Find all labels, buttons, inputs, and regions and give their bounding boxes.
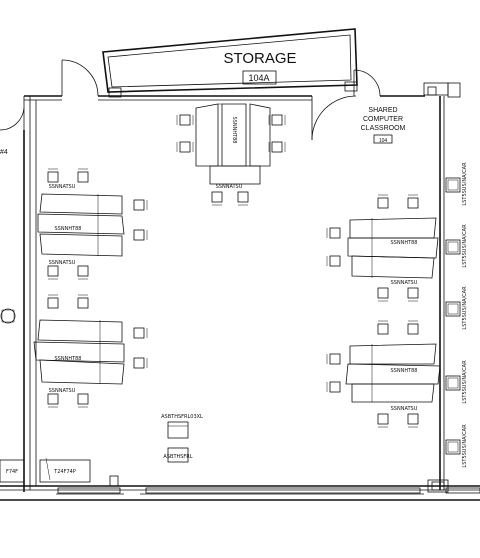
storage-room: STORAGE 104A xyxy=(102,28,358,98)
chair xyxy=(176,141,194,153)
table-cluster-right-lower: SSNNHT88 SSNNATSU xyxy=(326,320,441,428)
svg-text:COMPUTER: COMPUTER xyxy=(363,116,403,123)
svg-text:LST5SUS/NA/CAR: LST5SUS/NA/CAR xyxy=(462,424,468,468)
right-wall-chairs: LST5SUS/NA/CAR LST5SUS/NA/CAR LST5SUS/NA… xyxy=(445,162,468,468)
svg-text:SSNNATSU: SSNNATSU xyxy=(49,388,76,394)
svg-text:SSNNATSU: SSNNATSU xyxy=(391,280,418,286)
svg-text:CLASSROOM: CLASSROOM xyxy=(361,125,406,132)
chair xyxy=(176,114,194,126)
svg-text:104: 104 xyxy=(379,138,388,144)
svg-text:SSNNATSU: SSNNATSU xyxy=(49,184,76,190)
svg-text:SSNNHT88: SSNNHT88 xyxy=(231,116,237,143)
table-cluster-top: SSNNHT88 SSNNATSU xyxy=(176,103,286,206)
svg-text:T24F74P: T24F74P xyxy=(53,469,76,475)
window-sills xyxy=(57,481,480,494)
chair xyxy=(237,191,249,206)
shared-classroom-label: SHARED COMPUTER CLASSROOM 104 xyxy=(361,107,406,144)
storage-door-left xyxy=(61,59,99,97)
svg-text:ASBTHSFRL: ASBTHSFRL xyxy=(163,454,192,460)
svg-text:SHARED: SHARED xyxy=(368,107,397,114)
svg-text:ASBTHSFRL03XL: ASBTHSFRL03XL xyxy=(161,414,203,420)
chair xyxy=(268,114,286,126)
storage-title: STORAGE xyxy=(223,50,296,67)
table-cluster-left-upper: SSNNHT88 SSNNATSU SSNNATSU xyxy=(37,168,148,280)
svg-text:F74F: F74F xyxy=(6,469,18,475)
svg-text:LST5SUS/NA/CAR: LST5SUS/NA/CAR xyxy=(462,360,468,404)
table-cluster-left-lower: SSNNHT88 SSNNATSU xyxy=(33,294,148,408)
room-walls xyxy=(0,82,480,501)
partial-room-label: #4 xyxy=(0,149,8,156)
svg-text:SSNNATSU: SSNNATSU xyxy=(391,406,418,412)
chair xyxy=(268,141,286,153)
svg-text:SSNNHT88: SSNNHT88 xyxy=(54,356,81,362)
storage-room-number: 104A xyxy=(248,73,269,83)
storage-room-tag xyxy=(242,70,277,85)
svg-text:SSNNHT88: SSNNHT88 xyxy=(54,226,81,232)
chair xyxy=(211,191,223,206)
svg-text:SSNNATSU: SSNNATSU xyxy=(49,260,76,266)
room-door-right xyxy=(311,95,357,141)
svg-text:SSNNHT88: SSNNHT88 xyxy=(390,368,417,374)
svg-text:SSNNATSU: SSNNATSU xyxy=(216,184,243,190)
svg-text:SSNNHT88: SSNNHT88 xyxy=(390,240,417,246)
bottom-left-tables: F74F T24F74P xyxy=(0,457,91,483)
exterior-door-left xyxy=(0,96,25,131)
svg-text:LST5SUS/NA/CAR: LST5SUS/NA/CAR xyxy=(462,286,468,330)
svg-text:LST5SUS/NA/CAR: LST5SUS/NA/CAR xyxy=(462,162,468,206)
storage-door-right xyxy=(353,69,381,97)
outside-chair xyxy=(0,308,16,324)
center-station: ASBTHSFRL03XL ASBTHSFRL xyxy=(161,414,203,463)
table-cluster-right-upper: SSNNHT88 SSNNATSU xyxy=(326,194,439,302)
svg-text:LST5SUS/NA/CAR: LST5SUS/NA/CAR xyxy=(462,224,468,268)
